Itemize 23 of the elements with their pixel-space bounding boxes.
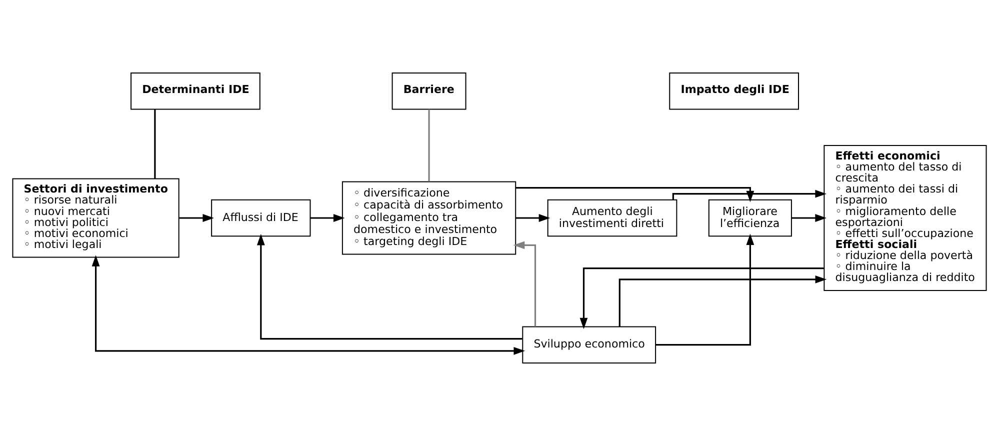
connector (154, 109, 156, 179)
node-box: Sviluppo economico (522, 326, 656, 364)
arrow (256, 234, 522, 340)
arrow (672, 190, 826, 200)
arrow (516, 214, 550, 222)
arrow (92, 255, 526, 355)
node-box: Barriere (392, 72, 466, 110)
arrow (580, 268, 824, 330)
arrow (656, 234, 754, 346)
node-box: Effetti economici ◦ aumento del tasso di crescita ◦ aumento dei tassi di risparmio ◦ miglioramento delle esportazioni ◦ effetti sull’occupazione Effetti sociali ◦ riduzione della povertà ◦ diminuire la disuguaglianza di reddito (824, 145, 987, 291)
node-box: ◦ diversificazione ◦ capacità di assorbimento ◦ collegamento tra domestico e investimento ◦ targeting degli IDE (342, 181, 516, 255)
node-box: Migliorare l’efficienza (708, 199, 792, 237)
arrow (310, 214, 345, 222)
node-box: Aumento degli investimenti diretti (547, 199, 678, 237)
arrow (792, 214, 826, 222)
arrow (513, 241, 536, 327)
connector (428, 109, 430, 182)
node-box: Impatto degli IDE (669, 72, 799, 110)
arrow (179, 214, 214, 222)
node-box: Determinanti IDE (130, 72, 260, 110)
arrow (618, 275, 827, 327)
node-box: Afflussi di IDE (211, 199, 311, 237)
node-box: Settori di investimento ◦ risorse naturali ◦ nuovi mercati ◦ motivi politici ◦ motivi economici ◦ motivi legali (12, 178, 180, 258)
